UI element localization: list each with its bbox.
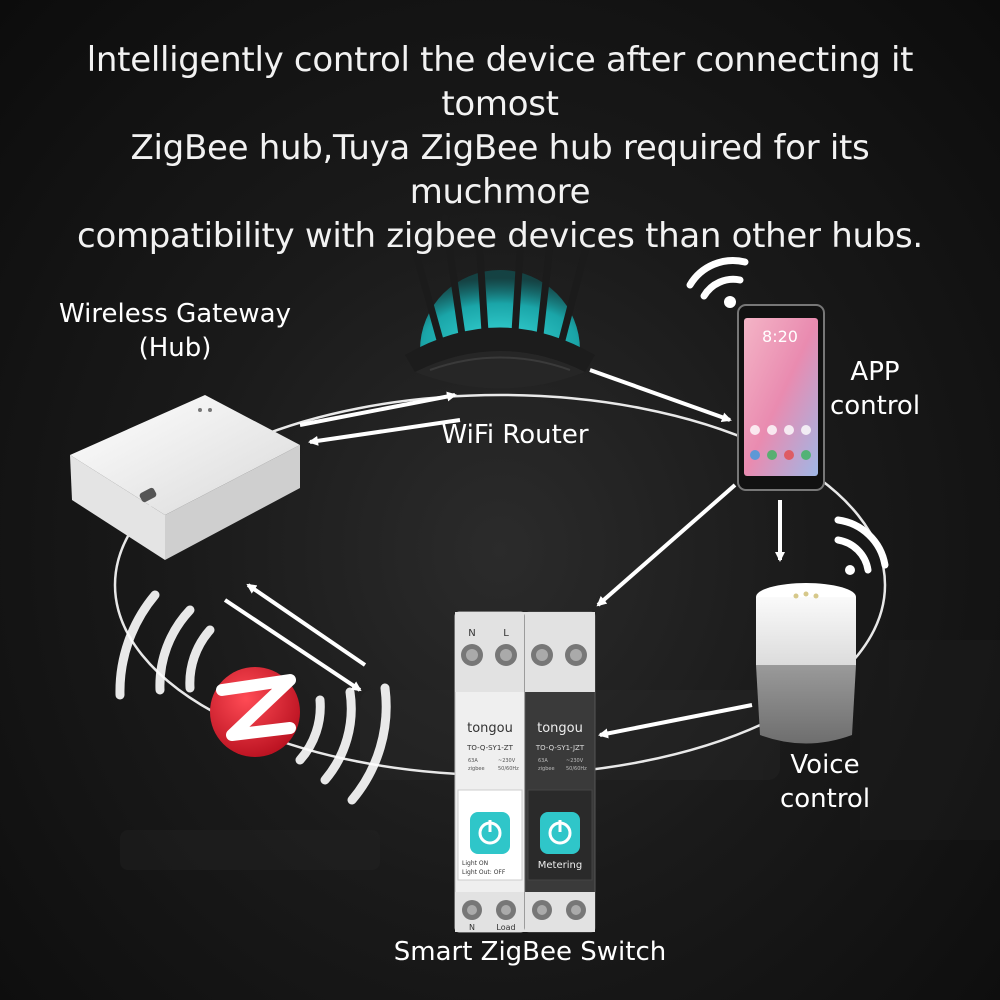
spec-left-1: 63A (468, 758, 478, 764)
voice-label-line-2: control (779, 784, 871, 814)
router-label: WiFi Router (425, 418, 605, 452)
smartphone: 8:20 (737, 304, 825, 491)
switch-unit-right: tongou TO-Q-SY1-JZT 63A ~230V zigbee 50/… (469, 611, 596, 933)
terminal-label-l: L (503, 628, 509, 639)
status-left-2: Light Out: OFF (462, 869, 506, 876)
spec-left-3: zigbee (468, 766, 485, 772)
wifi-signal-icon (686, 257, 749, 308)
status-left-1: Light ON (462, 860, 488, 867)
spec-right-4: 50/60Hz (566, 766, 587, 772)
model-right: TO-Q-SY1-JZT (535, 744, 585, 752)
gateway-label-line-1: Wireless Gateway (59, 299, 291, 329)
gateway-label-line-2: (Hub) (138, 333, 212, 363)
flow-arrows (223, 368, 785, 739)
spec-right-3: zigbee (538, 766, 555, 772)
model-left: TO-Q-SY1-ZT (466, 744, 513, 752)
zigbee-logo-icon (210, 667, 300, 757)
headline: lntelligently control the device after c… (40, 38, 960, 258)
arrow-router-to-app (589, 368, 732, 423)
voice-label-line-1: Voice (790, 750, 860, 780)
arrow-voice-to-switch (598, 703, 753, 739)
app-label-line-2: control (829, 391, 921, 421)
arrow-hub-to-router (299, 391, 457, 427)
app-label-line-1: APP (850, 357, 900, 387)
arrow-switch-to-hub (246, 583, 367, 667)
spec-right-2: ~230V (566, 758, 584, 764)
arrow-app-to-switch (596, 483, 737, 607)
spec-right-1: 63A (538, 758, 548, 764)
terminal-label-n: N (468, 628, 475, 639)
switch-label: Smart ZigBee Switch (380, 935, 680, 969)
terminal-label-bottom-load: Load (496, 923, 515, 932)
app-label: APP control (820, 355, 930, 423)
wireless-gateway-hub (70, 395, 300, 560)
phone-clock: 8:20 (762, 327, 798, 346)
spec-left-2: ~230V (498, 758, 516, 764)
switch-unit-left: N L tongou TO-Q-SY1-ZT 63A ~230V zigbee … (454, 611, 526, 933)
smart-zigbee-switch: N L tongou TO-Q-SY1-ZT 63A ~230V zigbee … (454, 611, 596, 933)
spec-left-4: 50/60Hz (498, 766, 519, 772)
headline-line-3: compatibility with zigbee devices than o… (77, 216, 923, 256)
voice-label: Voice control (765, 748, 885, 816)
brand-left: tongou (467, 721, 513, 736)
switch-label-text: Smart ZigBee Switch (393, 937, 667, 967)
smart-speaker (756, 583, 856, 744)
status-right-1: Metering (538, 860, 582, 871)
gateway-label: Wireless Gateway (Hub) (50, 297, 300, 365)
arrow-hub-to-switch (223, 598, 362, 692)
brand-right: tongou (537, 721, 583, 736)
voice-signal-icon (834, 516, 889, 575)
wifi-router (405, 214, 595, 389)
terminal-label-bottom-n: N (469, 923, 475, 932)
router-label-text: WiFi Router (441, 420, 589, 450)
headline-line-2: ZigBee hub,Tuya ZigBee hub required for … (130, 128, 870, 212)
arrow-router-to-hub (308, 418, 461, 446)
zigbee-signal-icon (115, 590, 391, 805)
headline-line-1: lntelligently control the device after c… (86, 40, 914, 124)
